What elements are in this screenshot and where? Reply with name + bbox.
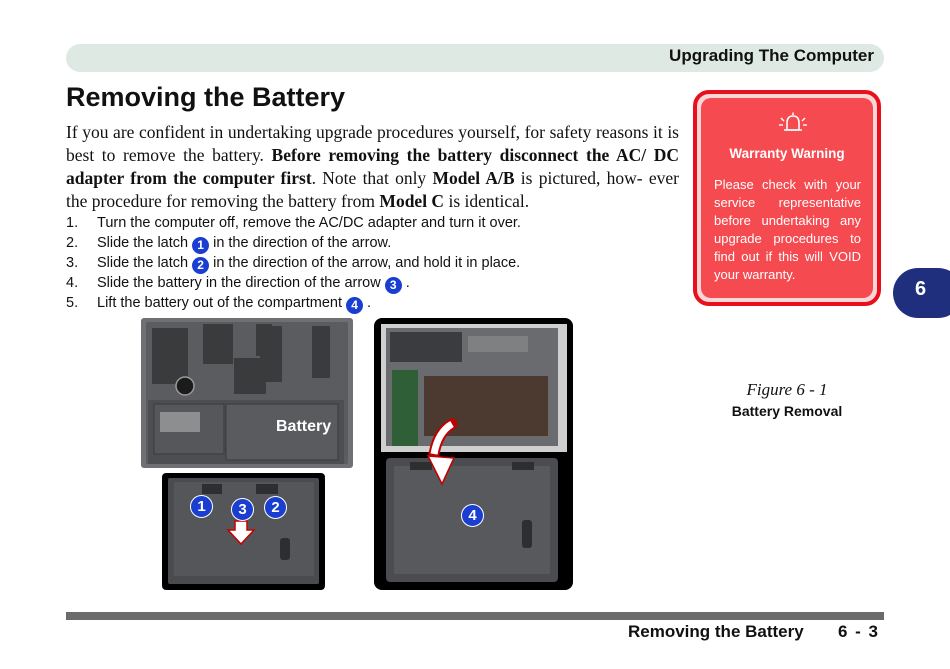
intro-paragraph: If you are confident in undertaking upgr… [66,121,679,213]
step-text: Slide the battery in the direction of th… [97,274,381,291]
step-item: 4. Slide the battery in the direction of … [66,274,686,294]
warranty-warning-title: Warranty Warning [729,146,845,161]
step-item: 1. Turn the computer off, remove the AC/D… [66,214,686,234]
callout-badge: 2 [264,496,287,519]
intro-text-2: . Note that only [311,168,433,188]
warranty-warning-panel: Warranty Warning Please check with your … [701,98,873,298]
footer-rule [66,612,884,620]
warranty-warning-text: Please check with your service represent… [714,177,861,282]
step-text: Lift the battery out of the compartment [97,294,343,311]
callout-badge: 1 [190,495,213,518]
footer-section-title: Removing the Battery [628,622,804,641]
step-number: 3. [66,254,79,271]
step-text: Slide the latch [97,254,189,271]
laptop-underside-image [141,318,353,468]
figure-caption: Battery Removal [731,403,843,419]
intro-text-1: If you are confident in undertaking upgr… [66,122,679,165]
intro-bold-disconnect: Before removing the battery disconnect t… [66,145,679,188]
battery-removal-photo [141,318,573,590]
step-number: 2. [66,234,79,251]
step-text: . [367,294,372,311]
step-text: Slide the latch [97,234,189,251]
step-number: 4. [66,274,79,291]
step-text: Turn the computer off, remove the AC/DC … [97,215,521,231]
alarm-bell-icon [779,112,807,131]
step-text: in the direction of the arrow, and hold … [213,254,521,271]
chapter-title: Upgrading The Computer [669,46,874,65]
step-callout-badge: 2 [192,256,210,274]
footer-page-number: 6 - 3 [838,622,879,641]
battery-latch-closeup-image [162,473,325,590]
steps-list: 1. Turn the computer off, remove the AC/D… [66,214,686,314]
callout-badge: 3 [231,498,254,521]
intro-text-4: is identical. [444,191,530,211]
chapter-side-tab-label: 6 [914,278,927,300]
intro-bold-model-ab: Model A/B [432,168,515,188]
battery-compartment-image [374,318,573,590]
intro-text-3: is pictured, how- ever the procedure for… [66,168,680,211]
callout-badge: 4 [461,504,484,527]
warranty-warning-box: Warranty Warning Please check with your … [693,90,881,306]
chapter-header-bar [66,44,884,72]
step-text: . [405,274,410,291]
battery-photo-label: Battery [276,418,332,435]
step-callout-badge: 1 [192,236,210,254]
step-callout-badge: 4 [346,296,364,314]
intro-bold-model-c: Model C [379,191,445,211]
step-callout-badge: 3 [384,276,402,294]
step-item: 5. Lift the battery out of the compartmen… [66,294,686,314]
step-text: in the direction of the arrow. [213,234,392,251]
step-number: 1. [66,215,79,231]
step-number: 5. [66,294,79,311]
figure-number: Figure 6 - 1 [746,380,828,399]
page-title: Removing the Battery [66,82,346,112]
chapter-side-tab [893,268,950,318]
